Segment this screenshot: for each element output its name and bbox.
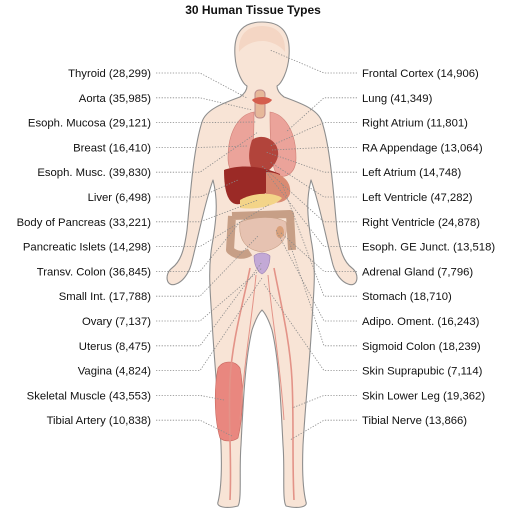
right-tissue-label: Adipo. Oment. (16,243) <box>362 316 480 328</box>
left-tissue-label: Small Int. (17,788) <box>59 291 152 303</box>
right-tissue-label: Right Ventricle (24,878) <box>362 217 480 229</box>
left-tissue-label: Esoph. Mucosa (29,121) <box>28 118 151 130</box>
left-tissue-label: Aorta (35,985) <box>79 93 151 105</box>
right-tissue-label: Lung (41,349) <box>362 93 433 105</box>
right-tissue-label: Frontal Cortex (14,906) <box>362 68 479 80</box>
right-tissue-label: Stomach (18,710) <box>362 291 452 303</box>
right-tissue-label: Left Atrium (14,748) <box>362 167 461 179</box>
left-tissue-label: Pancreatic Islets (14,298) <box>23 242 151 254</box>
right-tissue-label: Left Ventricle (47,282) <box>362 192 473 204</box>
left-leader-line <box>156 73 247 98</box>
right-tissue-label: Esoph. GE Junct. (13,518) <box>362 242 495 254</box>
left-leader-line <box>156 395 224 400</box>
left-tissue-label: Vagina (4,824) <box>78 366 152 378</box>
right-tissue-label: Adrenal Gland (7,796) <box>362 266 473 278</box>
left-tissue-label: Liver (6,498) <box>88 192 152 204</box>
left-tissue-label: Ovary (7,137) <box>82 316 151 328</box>
right-tissue-label: RA Appendage (13,064) <box>362 142 483 154</box>
adrenal-shape <box>276 226 284 238</box>
right-tissue-label: Skin Lower Leg (19,362) <box>362 390 485 402</box>
right-tissue-label: Skin Suprapubic (7,114) <box>362 366 483 378</box>
left-tissue-label: Body of Pancreas (33,221) <box>17 217 152 229</box>
left-tissue-label: Skeletal Muscle (43,553) <box>27 390 152 402</box>
left-tissue-label: Thyroid (28,299) <box>68 68 151 80</box>
right-tissue-label: Right Atrium (11,801) <box>362 118 468 130</box>
right-tissue-label: Sigmoid Colon (18,239) <box>362 341 481 353</box>
left-tissue-label: Esoph. Musc. (39,830) <box>37 167 151 179</box>
body-illustration <box>167 22 357 507</box>
left-tissue-label: Tibial Artery (10,838) <box>47 415 152 427</box>
right-tissue-label: Tibial Nerve (13,866) <box>362 415 467 427</box>
left-tissue-label: Transv. Colon (36,845) <box>37 266 152 278</box>
left-tissue-label: Breast (16,410) <box>73 142 151 154</box>
left-tissue-label: Uterus (8,475) <box>79 341 151 353</box>
